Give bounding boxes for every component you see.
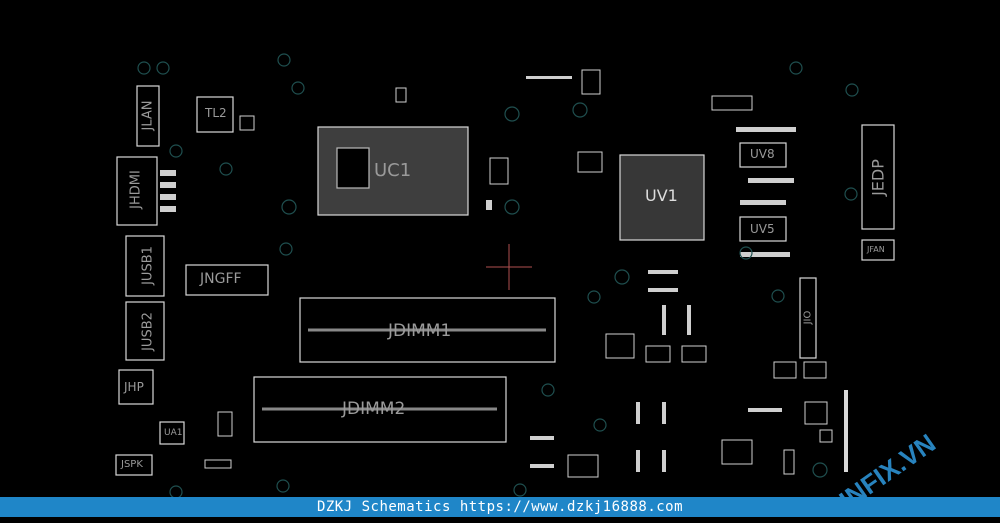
- component-label-jusb2[interactable]: JUSB2: [140, 312, 156, 351]
- jedp-outline: [861, 124, 895, 230]
- component-label-uc1[interactable]: UC1: [374, 160, 412, 181]
- component-label-uv8[interactable]: UV8: [750, 147, 775, 161]
- jspk-outline: [115, 454, 153, 476]
- jngff-outline: [185, 264, 269, 296]
- component-label-uv5[interactable]: UV5: [750, 222, 775, 236]
- component-label-tl2[interactable]: TL2: [205, 106, 227, 120]
- footer-banner: DZKJ Schematics https://www.dzkj16888.co…: [0, 497, 1000, 517]
- component-label-jlan[interactable]: JLAN: [140, 100, 156, 131]
- jusb1-outline: [125, 235, 165, 297]
- jhp-outline: [118, 369, 154, 405]
- component-label-jdimm2[interactable]: JDIMM2: [342, 399, 406, 419]
- jlan-outline: [136, 85, 160, 147]
- jusb2-outline: [125, 301, 165, 361]
- component-label-jhdmi[interactable]: JHDMI: [128, 170, 144, 209]
- component-label-jedp[interactable]: JEDP: [868, 159, 888, 196]
- jio-outline: [799, 277, 817, 359]
- jhdmi-outline: [116, 156, 158, 226]
- component-label-jusb1[interactable]: JUSB1: [140, 246, 156, 285]
- uv8-outline: [739, 142, 787, 168]
- component-label-jspk[interactable]: JSPK: [121, 459, 143, 470]
- uv1-outline: [619, 154, 705, 241]
- tl2-outline: [196, 96, 234, 133]
- jdimm1-outline: [299, 297, 556, 363]
- jdimm2-outline: [253, 376, 507, 443]
- component-label-uv1[interactable]: UV1: [645, 186, 678, 205]
- uv5-outline: [739, 216, 787, 242]
- component-label-jdimm1[interactable]: JDIMM1: [388, 321, 452, 341]
- jfan-outline: [861, 239, 895, 261]
- cursor-crosshair: [486, 244, 532, 290]
- component-label-jfan[interactable]: JFAN: [867, 245, 885, 254]
- pcb-layout[interactable]: [0, 0, 1000, 497]
- pcb-board-view[interactable]: UC1 UV1 UV8 UV5 JDIMM1 JDIMM2 JNGFF TL2 …: [0, 0, 1000, 497]
- component-label-jngff[interactable]: JNGFF: [200, 271, 242, 287]
- ua1-outline: [159, 421, 185, 445]
- component-label-jhp[interactable]: JHP: [124, 380, 144, 394]
- component-label-ua1[interactable]: UA1: [164, 428, 183, 438]
- footer-text: DZKJ Schematics https://www.dzkj16888.co…: [316, 499, 684, 515]
- component-label-jio[interactable]: JIO: [802, 310, 814, 325]
